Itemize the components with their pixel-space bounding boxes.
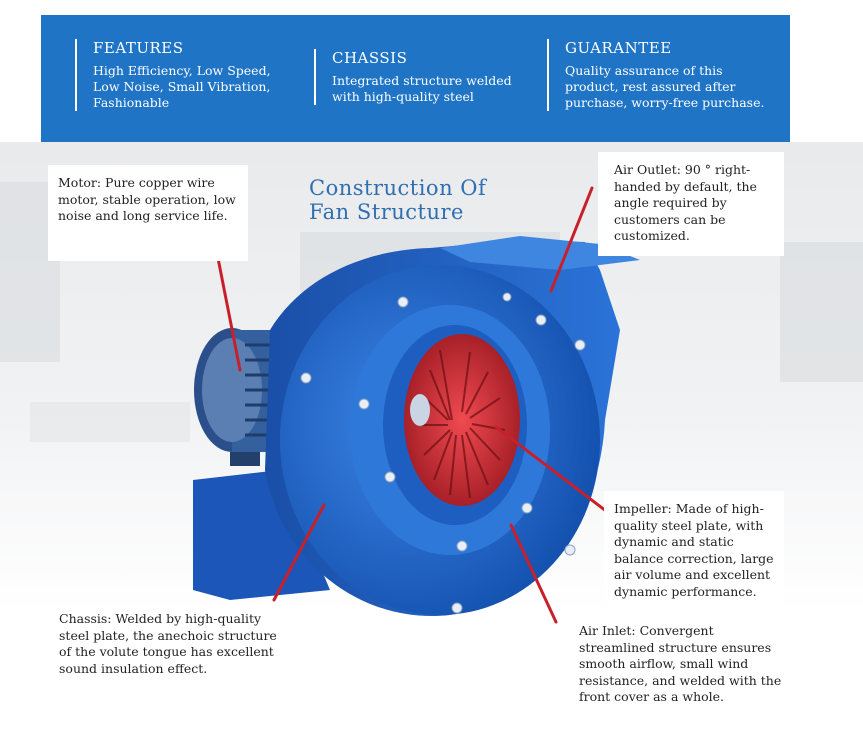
- motor-leader-line: [214, 246, 242, 372]
- motor-callout: Motor: Pure copper wire motor, stable op…: [48, 165, 248, 261]
- air-outlet-leader-line: [549, 186, 594, 293]
- guarantee-column: GUARANTEE Quality assurance of this prod…: [547, 39, 765, 111]
- features-text: High Efficiency, Low Speed, Low Noise, S…: [93, 63, 271, 110]
- air-inlet-callout: Air Inlet: Convergent streamlined struct…: [579, 623, 789, 706]
- page-title: Construction Of Fan Structure: [309, 176, 486, 224]
- title-line-2: Fan Structure: [309, 200, 464, 224]
- chassis-text: Integrated structure welded with high-qu…: [332, 73, 512, 104]
- chassis-column: CHASSIS Integrated structure welded with…: [314, 49, 522, 105]
- impeller-callout-text: Impeller: Made of high-quality steel pla…: [614, 501, 774, 599]
- impeller-leader-line: [494, 425, 612, 516]
- title-line-1: Construction Of: [309, 176, 487, 200]
- features-banner: FEATURES High Efficiency, Low Speed, Low…: [41, 15, 790, 142]
- impeller-callout: Impeller: Made of high-quality steel pla…: [604, 491, 784, 603]
- chassis-heading: CHASSIS: [332, 49, 408, 67]
- leader-lines: [214, 186, 612, 624]
- air-outlet-callout: Air Outlet: 90 ° right-handed by default…: [598, 152, 784, 256]
- guarantee-heading: GUARANTEE: [565, 39, 672, 57]
- guarantee-text: Quality assurance of this product, rest …: [565, 63, 765, 110]
- chassis-callout-text: Chassis: Welded by high-quality steel pl…: [59, 611, 277, 676]
- chassis-leader-line: [272, 503, 326, 602]
- motor: [194, 328, 292, 466]
- features-column: FEATURES High Efficiency, Low Speed, Low…: [75, 39, 283, 111]
- air-outlet-flange: [440, 236, 640, 270]
- features-heading: FEATURES: [93, 39, 184, 57]
- motor-callout-text: Motor: Pure copper wire motor, stable op…: [58, 175, 236, 223]
- chassis-callout: Chassis: Welded by high-quality steel pl…: [59, 611, 284, 677]
- air-inlet-leader-line: [509, 523, 558, 624]
- base-stand: [193, 470, 330, 600]
- air-inlet-callout-text: Air Inlet: Convergent streamlined struct…: [579, 623, 782, 704]
- air-outlet-callout-text: Air Outlet: 90 ° right-handed by default…: [614, 162, 757, 243]
